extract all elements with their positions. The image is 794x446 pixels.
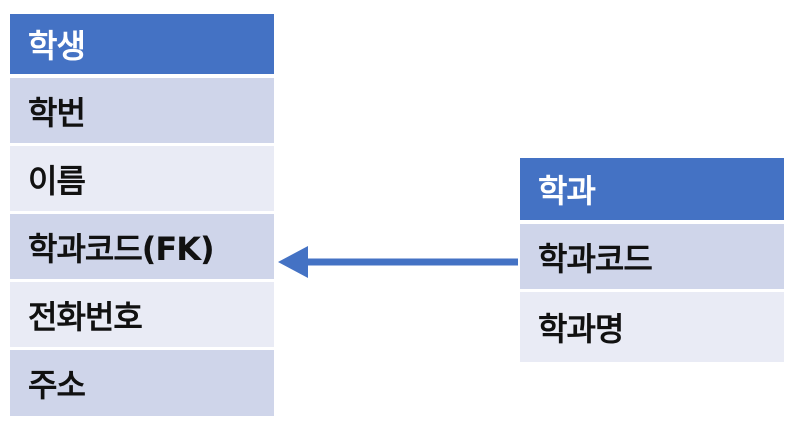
department-field-name: 학과명 [520, 292, 784, 362]
student-table: 학생 학번 이름 학과코드(FK) 전화번호 주소 [10, 14, 274, 416]
department-table-title: 학과 [520, 158, 784, 224]
department-field-code: 학과코드 [520, 224, 784, 292]
department-table: 학과 학과코드 학과명 [520, 158, 784, 362]
student-field-dept-code-fk: 학과코드(FK) [10, 214, 274, 282]
student-field-id: 학번 [10, 78, 274, 146]
arrow-head [278, 246, 308, 278]
student-table-title: 학생 [10, 14, 274, 78]
student-field-phone: 전화번호 [10, 282, 274, 350]
student-field-name: 이름 [10, 146, 274, 214]
student-field-address: 주소 [10, 350, 274, 416]
